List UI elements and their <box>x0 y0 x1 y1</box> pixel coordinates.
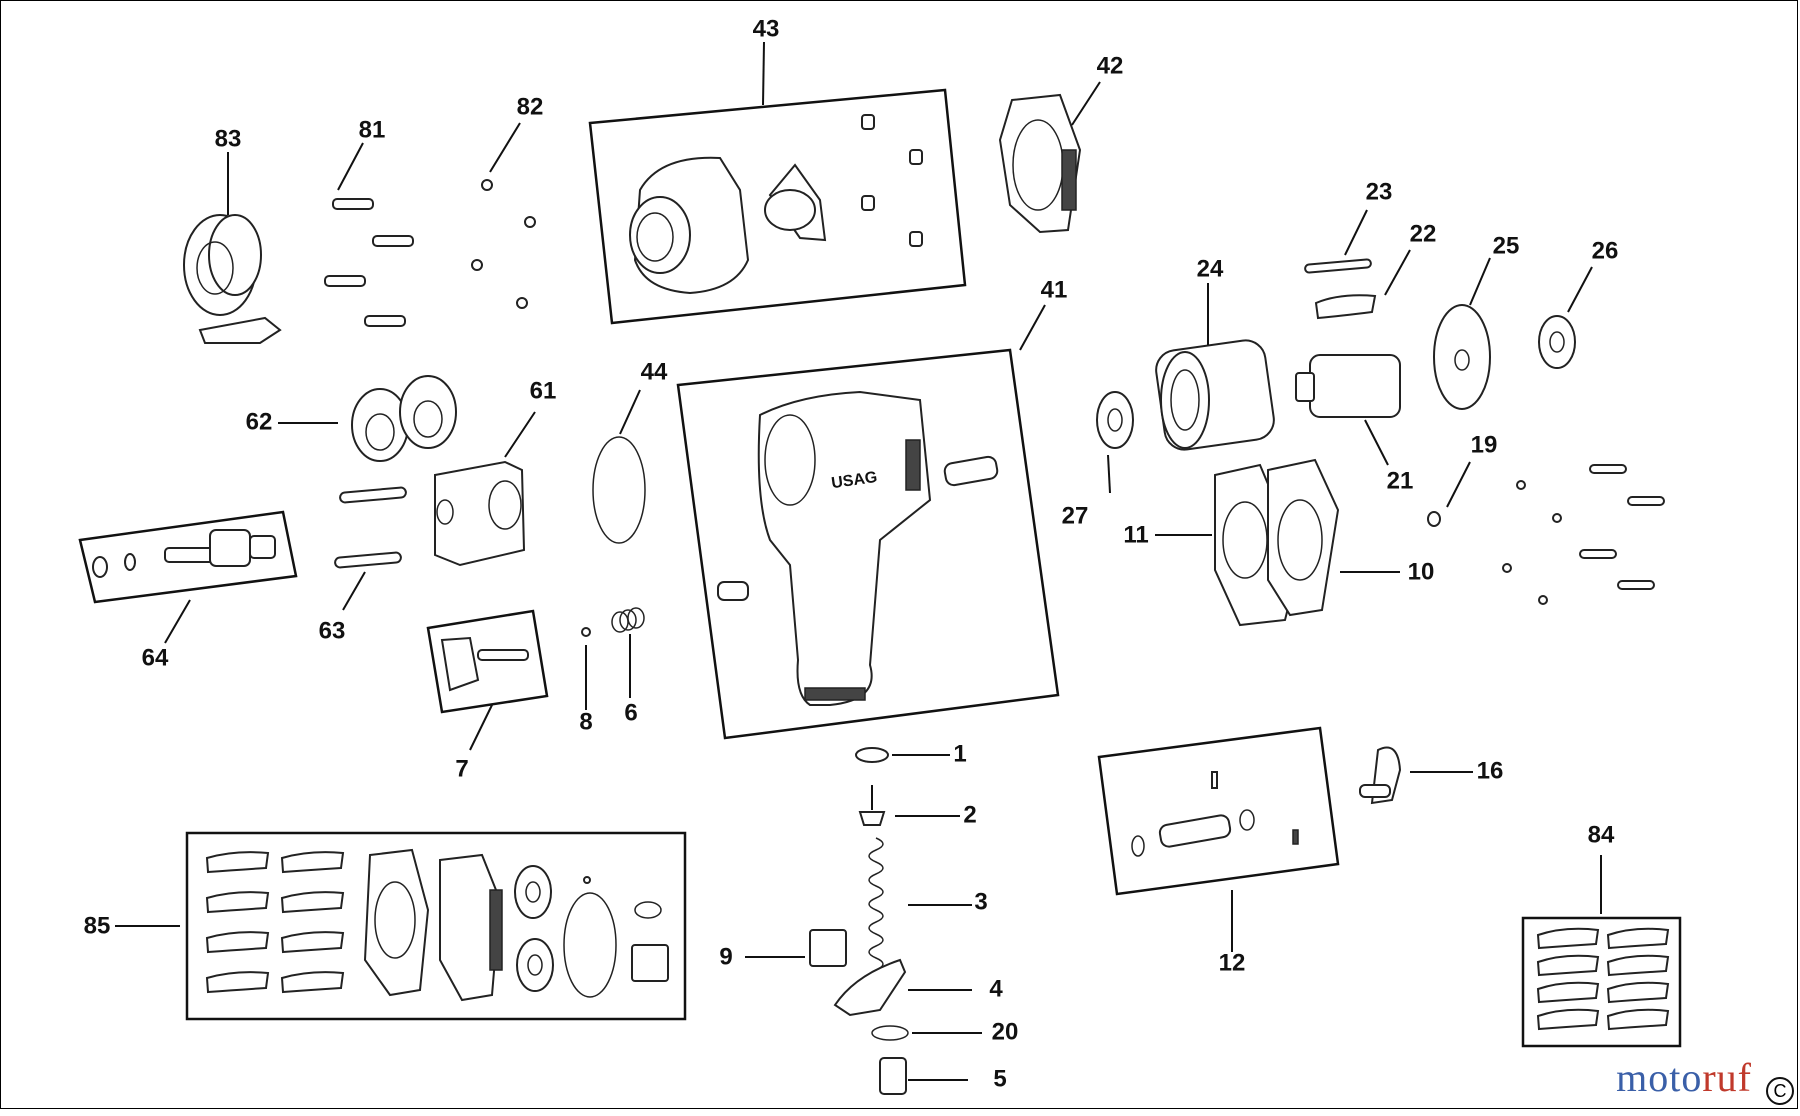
label-27: 27 <box>1062 502 1089 529</box>
label-1: 1 <box>953 740 966 767</box>
label-9: 9 <box>719 943 732 970</box>
copyright-icon: C <box>1766 1077 1794 1105</box>
label-64: 64 <box>142 644 169 671</box>
label-25: 25 <box>1493 232 1520 259</box>
group-box-85 <box>185 831 687 1021</box>
part-9-filter <box>809 929 847 967</box>
label-11: 11 <box>1123 521 1148 548</box>
part-24-cylinder <box>1155 339 1275 451</box>
label-23: 23 <box>1366 178 1393 205</box>
label-7: 7 <box>455 755 468 782</box>
part-16-trigger <box>1359 746 1402 805</box>
part-labels: 43 42 83 81 82 41 23 22 25 26 24 27 21 1… <box>84 15 1619 1092</box>
group-box-64 <box>78 510 298 604</box>
label-6: 6 <box>624 699 637 726</box>
label-43: 43 <box>753 15 780 42</box>
part-21-rotor <box>1295 354 1401 418</box>
part-4-deflector <box>833 958 907 1017</box>
part-8-ball <box>581 627 591 637</box>
label-61: 61 <box>530 377 557 404</box>
label-41: 41 <box>1041 276 1068 303</box>
watermark-part1: moto <box>1616 1055 1703 1100</box>
watermark: motoruf <box>1616 1054 1752 1101</box>
label-12: 12 <box>1219 949 1246 976</box>
label-24: 24 <box>1197 255 1224 282</box>
part-61-hammer-frame <box>434 460 526 567</box>
label-2: 2 <box>963 801 976 828</box>
part-22-blade <box>1314 294 1377 320</box>
label-83: 83 <box>215 125 242 152</box>
leader-lines <box>115 41 1602 1081</box>
part-85-service-kit <box>205 848 669 1002</box>
group-box-43 <box>588 88 967 325</box>
label-42: 42 <box>1097 52 1124 79</box>
label-19: 19 <box>1471 431 1498 458</box>
label-85: 85 <box>84 912 111 939</box>
part-5-inlet <box>879 1057 907 1095</box>
group-box-41 <box>676 348 1060 740</box>
part-64-anvil <box>92 529 276 578</box>
part-25-end-plate <box>1433 304 1491 410</box>
part-62-clutch-blocks <box>351 375 457 462</box>
rear-screws <box>1502 464 1665 605</box>
part-20-o-ring <box>871 1025 909 1041</box>
housing-logo: USAG <box>830 469 878 492</box>
part-43-hammer-case <box>629 114 923 295</box>
label-4: 4 <box>989 975 1003 1002</box>
group-box-7 <box>426 609 549 714</box>
watermark-part2: ruf <box>1702 1055 1752 1100</box>
label-22: 22 <box>1410 220 1437 247</box>
part-1-plug <box>855 747 889 763</box>
part-2-valve-stem <box>858 785 886 826</box>
label-20: 20 <box>992 1018 1019 1045</box>
part-42-gasket <box>998 93 1082 234</box>
label-21: 21 <box>1387 467 1414 494</box>
label-82: 82 <box>517 93 544 120</box>
label-16: 16 <box>1477 757 1504 784</box>
part-63-pins <box>334 486 407 569</box>
part-7-valve <box>440 636 529 692</box>
part-3-spring <box>868 837 884 983</box>
label-8: 8 <box>579 708 592 735</box>
part-19-screw <box>1427 511 1441 527</box>
label-10: 10 <box>1408 558 1435 585</box>
label-5: 5 <box>993 1065 1006 1092</box>
group-box-12 <box>1097 726 1340 896</box>
label-44: 44 <box>641 358 668 385</box>
label-84: 84 <box>1588 821 1615 848</box>
label-3: 3 <box>974 888 987 915</box>
label-63: 63 <box>319 617 346 644</box>
part-23-pin <box>1304 258 1372 274</box>
part-26-bearing <box>1538 315 1576 369</box>
part-81-bolts <box>324 198 414 327</box>
group-box-84 <box>1521 916 1682 1048</box>
label-62: 62 <box>246 408 273 435</box>
part-83-front-cover <box>183 214 282 344</box>
part-10-rear-cover <box>1267 458 1340 617</box>
label-26: 26 <box>1592 237 1619 264</box>
label-81: 81 <box>359 116 386 143</box>
part-12-regulator <box>1131 771 1299 857</box>
part-82-washers <box>471 179 536 309</box>
part-6-spring <box>611 607 645 633</box>
part-41-housing: USAG <box>717 390 999 706</box>
part-44-o-ring <box>592 436 646 544</box>
part-27-bearing <box>1096 391 1134 449</box>
part-84-blade-set <box>1536 927 1670 1031</box>
